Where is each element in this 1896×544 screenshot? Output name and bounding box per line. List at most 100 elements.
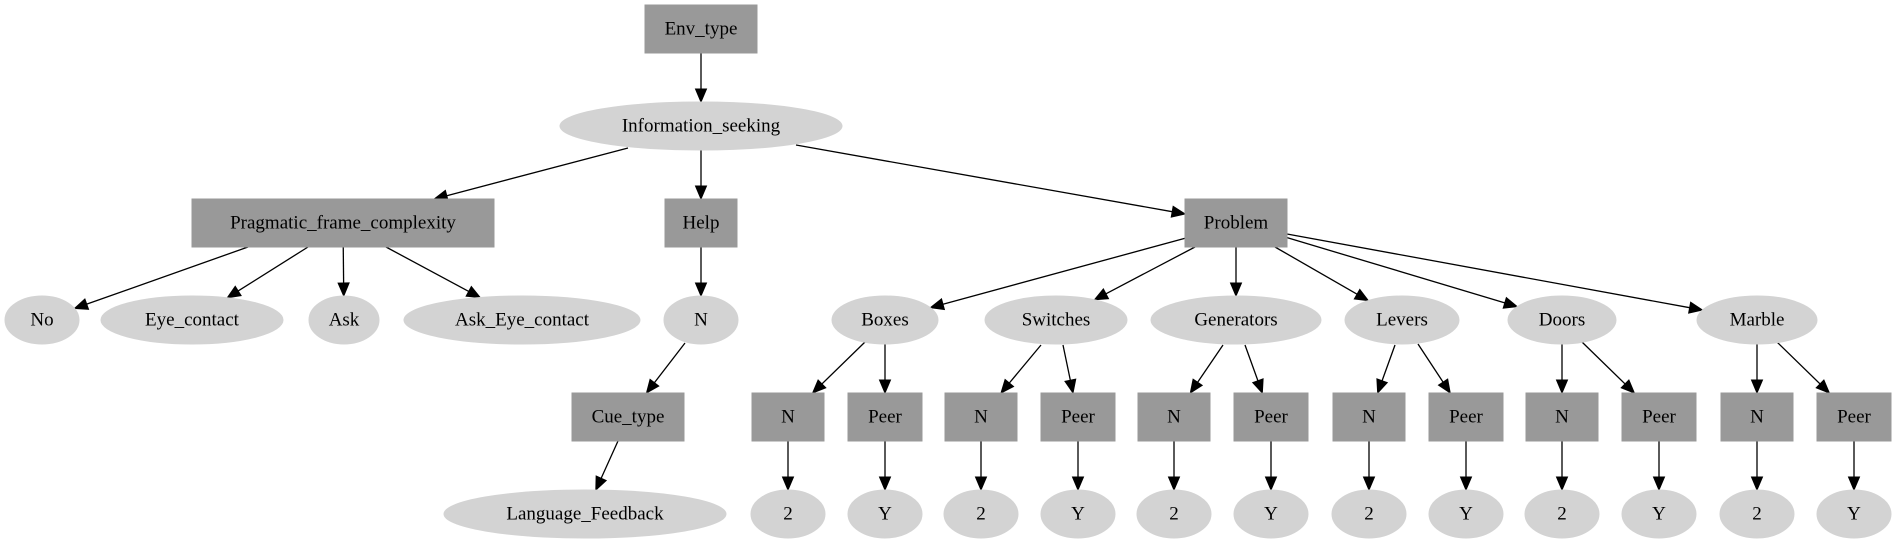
node-levers-y: Y: [1428, 489, 1504, 539]
edge-levers-n-to-levers-2: [1362, 441, 1376, 492]
node-doors-2: 2: [1524, 489, 1600, 539]
edge-line: [942, 237, 1187, 305]
edge-information-seeking-to-problem: [795, 144, 1187, 218]
node-box: [644, 4, 758, 54]
edge-levers-to-levers-n: [1376, 344, 1396, 395]
edge-line: [1776, 341, 1821, 385]
edge-line: [1197, 344, 1224, 383]
arrowhead: [878, 476, 892, 492]
node-label: Peer: [1061, 407, 1095, 428]
node-label: Peer: [868, 407, 902, 428]
node-switches: Switches: [984, 295, 1128, 345]
node-label: Switches: [1022, 310, 1091, 331]
edge-env-type-to-information-seeking: [694, 53, 708, 104]
node-ellipse: [308, 295, 380, 345]
node-switches-peer: Peer: [1040, 392, 1116, 442]
node-label: Y: [1652, 504, 1666, 525]
node-box: [751, 392, 825, 442]
node-marble: Marble: [1696, 295, 1818, 345]
node-box: [1621, 392, 1697, 442]
node-ellipse: [1524, 489, 1600, 539]
node-ellipse: [4, 295, 80, 345]
arrowhead: [1815, 379, 1831, 394]
node-label: 2: [1557, 504, 1567, 525]
node-ellipse: [750, 489, 826, 539]
node-label: Peer: [1449, 407, 1483, 428]
edge-doors-n-to-doors-2: [1555, 441, 1569, 492]
arrowhead: [1376, 378, 1389, 395]
node-generators-y: Y: [1233, 489, 1309, 539]
edge-pragmatic-frame-complexity-to-ask: [337, 246, 350, 298]
edge-generators-to-generators-peer: [1244, 344, 1264, 395]
edge-switches-peer-to-switches-y: [1071, 441, 1085, 492]
node-label: Y: [878, 504, 892, 525]
node-label: N: [1750, 407, 1764, 428]
node-generators: Generators: [1150, 295, 1322, 345]
edge-pragmatic-frame-complexity-to-ask-eye-contact: [385, 246, 482, 299]
edge-pragmatic-frame-complexity-to-no: [73, 246, 249, 310]
edge-doors-to-doors-peer: [1581, 341, 1636, 394]
node-label: Problem: [1204, 213, 1269, 234]
node-label: Boxes: [861, 310, 909, 331]
node-label: N: [974, 407, 988, 428]
node-boxes-peer: Peer: [847, 392, 923, 442]
nodes-layer: Env_typeInformation_seekingPragmatic_fra…: [4, 4, 1892, 539]
node-no: No: [4, 295, 80, 345]
arrowhead: [1502, 296, 1519, 309]
node-generators-2: 2: [1136, 489, 1212, 539]
arrowhead: [337, 282, 350, 298]
node-switches-n: N: [944, 392, 1018, 442]
edge-line: [237, 246, 309, 292]
edges-layer: [73, 53, 1861, 492]
node-ellipse: [1719, 489, 1795, 539]
edge-line: [446, 147, 629, 197]
edge-boxes-to-boxes-n: [811, 341, 866, 394]
node-cue-type: Cue_type: [571, 392, 685, 442]
node-label: Generators: [1194, 310, 1277, 331]
arrowhead: [1555, 476, 1569, 492]
node-ellipse: [1621, 489, 1697, 539]
node-marble-peer: Peer: [1816, 392, 1892, 442]
edge-levers-to-levers-peer: [1417, 343, 1451, 395]
arrowhead: [1167, 476, 1181, 492]
node-box: [1428, 392, 1504, 442]
node-label: Marble: [1730, 310, 1785, 331]
node-box: [664, 198, 738, 248]
edge-problem-to-levers: [1274, 246, 1370, 302]
node-label: Language_Feedback: [506, 504, 664, 525]
arrowhead: [694, 88, 708, 104]
edge-switches-to-switches-peer: [1062, 344, 1077, 395]
arrowhead: [1264, 476, 1278, 492]
node-boxes-2: 2: [750, 489, 826, 539]
node-ellipse: [100, 295, 284, 345]
node-ellipse: [663, 295, 739, 345]
node-label: Ask_Eye_contact: [455, 310, 590, 331]
node-label: No: [30, 310, 53, 331]
node-box: [847, 392, 923, 442]
node-box: [1040, 392, 1116, 442]
node-pragmatic-frame-complexity: Pragmatic_frame_complexity: [191, 198, 495, 248]
node-label: 2: [976, 504, 986, 525]
edge-line: [86, 246, 249, 305]
arrowhead: [1437, 378, 1451, 395]
edge-cue-type-to-language-feedback: [595, 440, 619, 492]
node-generators-peer: Peer: [1233, 392, 1309, 442]
node-generators-n: N: [1137, 392, 1211, 442]
node-label: 2: [1752, 504, 1762, 525]
node-label: Information_seeking: [622, 116, 781, 137]
arrowhead: [1688, 301, 1704, 314]
node-box: [1233, 392, 1309, 442]
node-ellipse: [1136, 489, 1212, 539]
node-label: Y: [1264, 504, 1278, 525]
node-label: 2: [1364, 504, 1374, 525]
arrowhead: [1229, 282, 1243, 298]
node-ellipse: [1331, 489, 1407, 539]
node-ellipse: [1233, 489, 1309, 539]
node-label: Peer: [1837, 407, 1871, 428]
edge-levers-peer-to-levers-y: [1459, 441, 1473, 492]
node-ask: Ask: [308, 295, 380, 345]
edge-line: [1286, 233, 1690, 309]
arrowhead: [1353, 288, 1370, 302]
node-label: N: [1362, 407, 1376, 428]
